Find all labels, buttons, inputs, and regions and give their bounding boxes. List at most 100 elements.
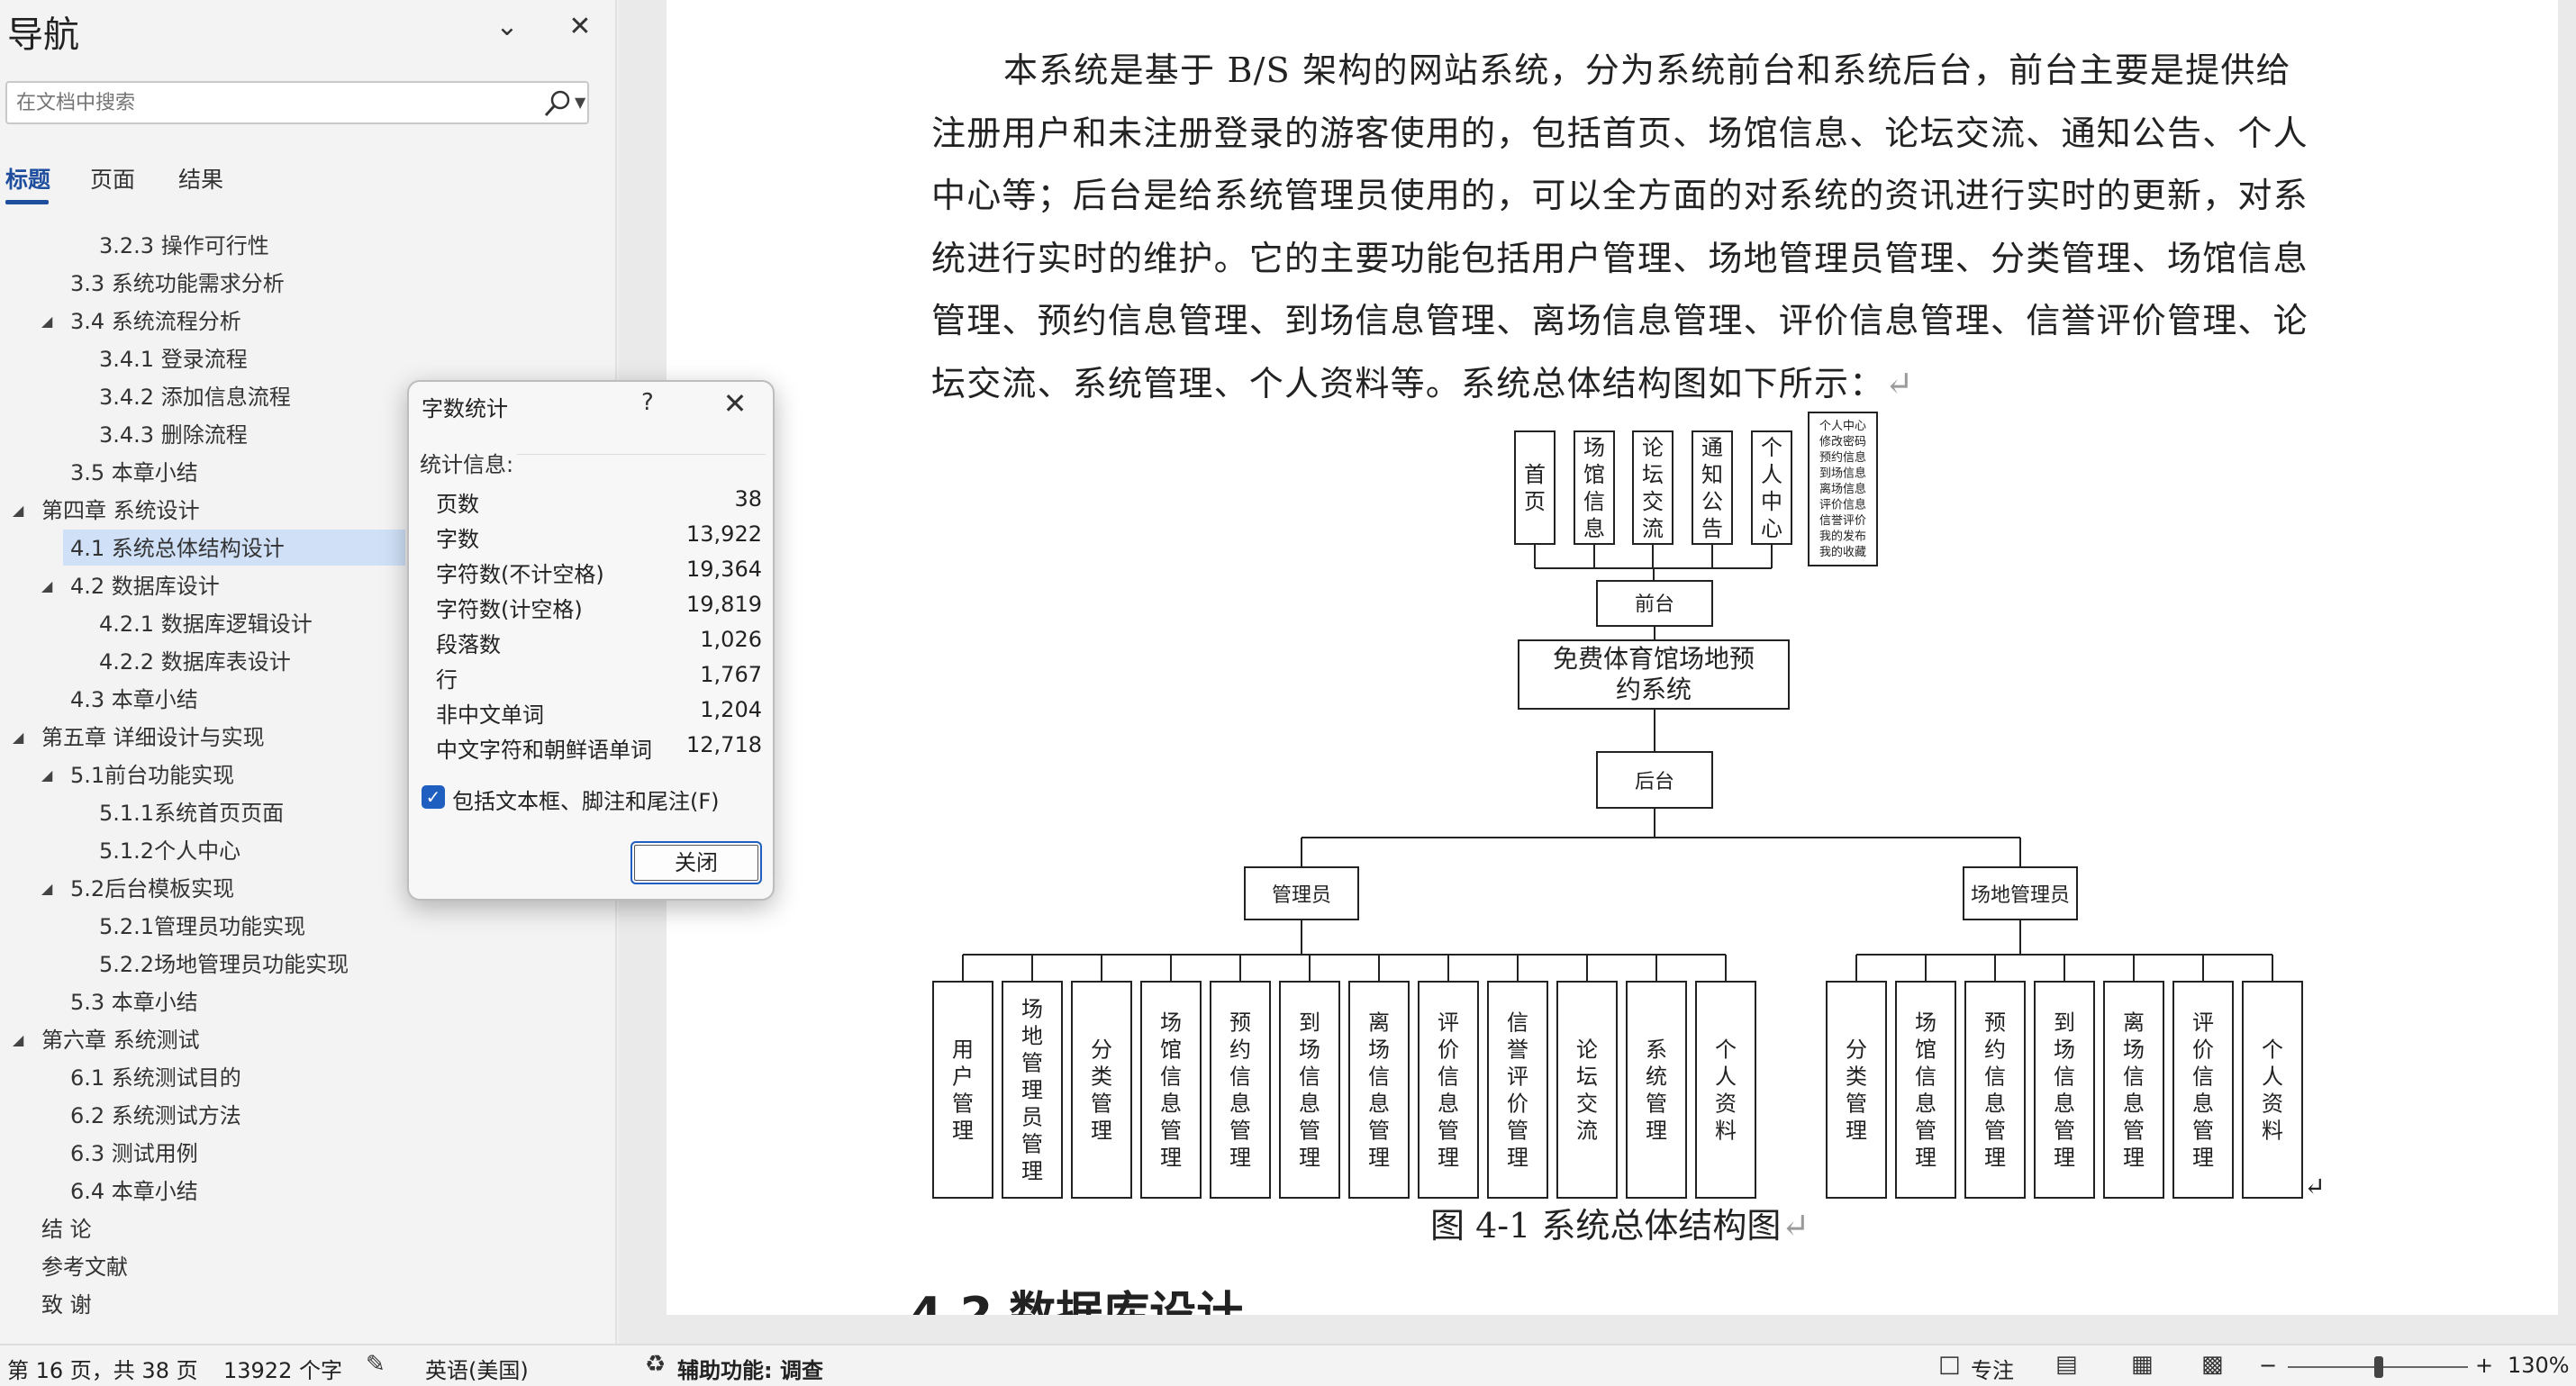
- tree-item[interactable]: 6.1 系统测试目的: [70, 1065, 241, 1091]
- zoom-out-button[interactable]: −: [2259, 1353, 2278, 1378]
- tree-item[interactable]: 4.2.2 数据库表设计: [99, 649, 291, 675]
- admin-item-box[interactable]: [1140, 981, 1202, 1199]
- venue-admin-item-box[interactable]: [2103, 981, 2164, 1199]
- venue-admin-item-box[interactable]: [1826, 981, 1887, 1199]
- section-heading[interactable]: 4.2 数据库设计: [910, 1288, 1244, 1315]
- search-options-chevron-icon[interactable]: ▼: [575, 94, 586, 111]
- tree-item[interactable]: 3.5 本章小结: [70, 460, 198, 485]
- help-button[interactable]: ?: [641, 389, 654, 416]
- search-box[interactable]: ▼: [5, 81, 589, 124]
- tab-pages[interactable]: 页面: [90, 167, 136, 193]
- admin-item-box[interactable]: [1626, 981, 1687, 1199]
- venue-admin-box[interactable]: [1963, 866, 2078, 920]
- tree-item[interactable]: 3.4.3 删除流程: [99, 422, 248, 448]
- tree-expand-arrow-icon[interactable]: ◢: [13, 502, 24, 519]
- venue-admin-item-box[interactable]: [1964, 981, 2026, 1199]
- tree-item[interactable]: 5.2.2场地管理员功能实现: [99, 952, 349, 977]
- tree-item[interactable]: 4.2.1 数据库逻辑设计: [99, 611, 313, 637]
- admin-box[interactable]: [1244, 866, 1359, 920]
- tree-expand-arrow-icon[interactable]: ◢: [41, 766, 53, 784]
- venue-admin-item-box[interactable]: [2172, 981, 2234, 1199]
- admin-item-box[interactable]: [1002, 981, 1063, 1199]
- tree-item[interactable]: 第六章 系统测试: [41, 1028, 200, 1053]
- tree-item[interactable]: 4.3 本章小结: [70, 687, 198, 712]
- front-item-box[interactable]: [1751, 430, 1792, 545]
- figure-caption[interactable]: 图 4-1 系统总体结构图↵: [1430, 1198, 1810, 1247]
- admin-item-box[interactable]: [1071, 981, 1132, 1199]
- tab-results[interactable]: 结果: [178, 167, 224, 193]
- system-structure-diagram[interactable]: 首页场馆信息论坛交流通知公告个人中心个人中心修改密码预约信息到场信息离场信息评价…: [928, 410, 2351, 1202]
- tree-item[interactable]: 3.4.1 登录流程: [99, 347, 248, 372]
- root-system-box[interactable]: [1518, 639, 1790, 710]
- tab-headings[interactable]: 标题: [5, 167, 51, 193]
- tree-expand-arrow-icon[interactable]: ◢: [13, 1031, 24, 1048]
- close-button[interactable]: 关闭: [630, 841, 762, 884]
- tree-item[interactable]: 3.4.2 添加信息流程: [99, 385, 291, 410]
- tree-item[interactable]: 6.4 本章小结: [70, 1179, 198, 1204]
- close-icon[interactable]: ✕: [568, 11, 592, 42]
- tree-item[interactable]: 5.2.1管理员功能实现: [99, 914, 306, 939]
- tree-expand-arrow-icon[interactable]: ◢: [41, 313, 53, 330]
- personal-center-sublist-box[interactable]: [1808, 412, 1878, 566]
- word-count-indicator[interactable]: 13922 个字: [223, 1358, 342, 1383]
- front-item-box[interactable]: [1692, 430, 1733, 545]
- admin-item-box[interactable]: [1556, 981, 1618, 1199]
- zoom-in-button[interactable]: +: [2475, 1353, 2494, 1378]
- tree-item[interactable]: 3.2.3 操作可行性: [99, 233, 269, 258]
- tree-item[interactable]: 5.1.1系统首页页面: [99, 801, 285, 826]
- tree-item[interactable]: 5.3 本章小结: [70, 990, 198, 1015]
- tree-item[interactable]: 5.1前台功能实现: [70, 763, 235, 788]
- zoom-slider-handle[interactable]: [2374, 1356, 2383, 1378]
- tree-item[interactable]: 参考文献: [41, 1255, 128, 1280]
- admin-item-box[interactable]: [1487, 981, 1548, 1199]
- admin-item-box[interactable]: [1695, 981, 1756, 1199]
- tree-expand-arrow-icon[interactable]: ◢: [41, 577, 53, 594]
- tree-item[interactable]: 4.2 数据库设计: [70, 574, 220, 599]
- accessibility-status[interactable]: 辅助功能: 调查: [677, 1358, 823, 1383]
- front-item-box[interactable]: [1514, 430, 1556, 545]
- language-indicator[interactable]: 英语(美国): [425, 1358, 529, 1383]
- tree-item[interactable]: 第五章 详细设计与实现: [41, 725, 265, 750]
- tree-item[interactable]: 致 谢: [41, 1292, 92, 1318]
- admin-item-box[interactable]: [932, 981, 993, 1199]
- print-layout-icon[interactable]: ▦: [2131, 1351, 2154, 1378]
- accessibility-icon[interactable]: ♻: [645, 1351, 667, 1378]
- web-layout-icon[interactable]: ▩: [2201, 1351, 2224, 1378]
- tree-expand-arrow-icon[interactable]: ◢: [41, 880, 53, 897]
- tree-item[interactable]: 4.1 系统总体结构设计: [70, 536, 285, 561]
- tree-item[interactable]: 5.1.2个人中心: [99, 838, 241, 864]
- svg-text:管: 管: [1368, 1118, 1390, 1143]
- page-indicator[interactable]: 第 16 页，共 38 页: [7, 1358, 198, 1383]
- body-paragraph[interactable]: 本系统是基于 B/S 架构的网站系统，分为系统前台和系统后台，前台主要是提供给注…: [931, 40, 2309, 415]
- tree-item[interactable]: 结 论: [41, 1217, 92, 1242]
- zoom-level[interactable]: 130%: [2508, 1353, 2570, 1378]
- admin-item-box[interactable]: [1279, 981, 1340, 1199]
- search-input[interactable]: [16, 88, 521, 117]
- venue-admin-item-box[interactable]: [1895, 981, 1956, 1199]
- checkbox-label[interactable]: 包括文本框、脚注和尾注(F): [452, 789, 720, 814]
- tree-item[interactable]: 5.2后台模板实现: [70, 876, 235, 901]
- front-box[interactable]: [1596, 580, 1713, 627]
- focus-icon[interactable]: □: [1938, 1351, 1961, 1378]
- back-box[interactable]: [1596, 751, 1713, 809]
- chevron-down-icon[interactable]: ⌄: [495, 11, 519, 42]
- read-mode-icon[interactable]: ▤: [2055, 1351, 2078, 1378]
- admin-item-box[interactable]: [1418, 981, 1479, 1199]
- proofing-icon[interactable]: ✎: [366, 1351, 385, 1378]
- front-item-box[interactable]: [1632, 430, 1673, 545]
- tree-item[interactable]: 6.3 测试用例: [70, 1141, 198, 1166]
- search-icon[interactable]: [542, 88, 573, 119]
- admin-item-box[interactable]: [1348, 981, 1410, 1199]
- include-textboxes-checkbox[interactable]: ✓: [422, 785, 445, 809]
- tree-item[interactable]: 3.4 系统流程分析: [70, 309, 241, 334]
- front-item-box[interactable]: [1574, 430, 1615, 545]
- venue-admin-item-box[interactable]: [2034, 981, 2095, 1199]
- tree-item[interactable]: 3.3 系统功能需求分析: [70, 271, 285, 296]
- admin-item-box[interactable]: [1210, 981, 1271, 1199]
- tree-item[interactable]: 6.2 系统测试方法: [70, 1103, 241, 1128]
- focus-mode-button[interactable]: 专注: [1971, 1358, 2014, 1383]
- tree-expand-arrow-icon[interactable]: ◢: [13, 729, 24, 746]
- tree-item[interactable]: 第四章 系统设计: [41, 498, 200, 523]
- venue-admin-item-box[interactable]: [2242, 981, 2303, 1199]
- dialog-close-icon[interactable]: ✕: [722, 386, 748, 421]
